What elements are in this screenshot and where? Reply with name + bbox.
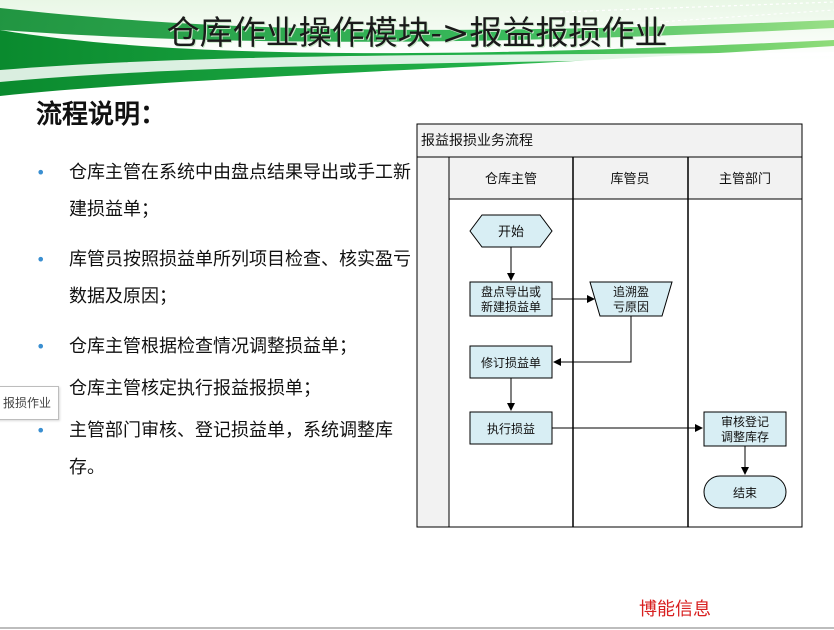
start-node-label: 开始 <box>498 225 524 240</box>
start-node <box>469 214 553 248</box>
execute-node <box>469 411 553 445</box>
list-item: 仓库主管根据检查情况调整损益单； <box>36 328 416 365</box>
lane-header-storekeeper: 库管员 <box>610 171 649 187</box>
trace-cause-label-1: 追溯盈 <box>613 284 649 299</box>
export-sheet-label-2: 新建损益单 <box>481 299 541 314</box>
diagram-title: 报益报损业务流程 <box>421 133 533 149</box>
audit-adjust-label-2: 调整库存 <box>721 429 769 444</box>
pool-band <box>416 156 450 528</box>
list-item: 仓库主管在系统中由盘点结果导出或手工新建损益单； <box>36 154 416 228</box>
list-item: 库管员按照损益单所列项目检查、核实盈亏数据及原因； <box>36 241 416 315</box>
execute-label: 执行损益 <box>487 422 535 436</box>
revise-sheet-node <box>469 345 553 379</box>
flow-arrow-trace-revise <box>553 316 632 366</box>
end-node <box>703 475 787 509</box>
lane-header-supervising-dept: 主管部门 <box>719 172 771 187</box>
trace-cause-label-2: 亏原因 <box>613 300 649 314</box>
revise-sheet-label: 修订损益单 <box>481 355 541 370</box>
trace-cause-node <box>589 281 673 317</box>
side-tab[interactable]: 报损作业 <box>0 386 59 420</box>
page-title: 仓库作业操作模块->报益报损作业 <box>166 13 668 52</box>
lane-header-row <box>448 156 803 200</box>
audit-adjust-label-1: 审核登记 <box>721 414 769 429</box>
diagram-title-bar <box>416 123 803 158</box>
list-item: 主管部门审核、登记损益单，系统调整库存。 <box>36 412 416 486</box>
lane-header-warehouse-manager: 仓库主管 <box>485 171 537 187</box>
brand-footer: 博能信息 <box>639 599 711 620</box>
section-heading: 流程说明： <box>36 100 167 130</box>
process-description-list: 仓库主管在系统中由盘点结果导出或手工新建损益单； 库管员按照损益单所列项目检查、… <box>36 154 416 499</box>
export-sheet-node <box>469 281 553 317</box>
end-node-label: 结束 <box>733 486 757 500</box>
list-item: 仓库主管核定执行报益报损单； <box>69 378 321 399</box>
export-sheet-label-1: 盘点导出或 <box>481 284 541 299</box>
